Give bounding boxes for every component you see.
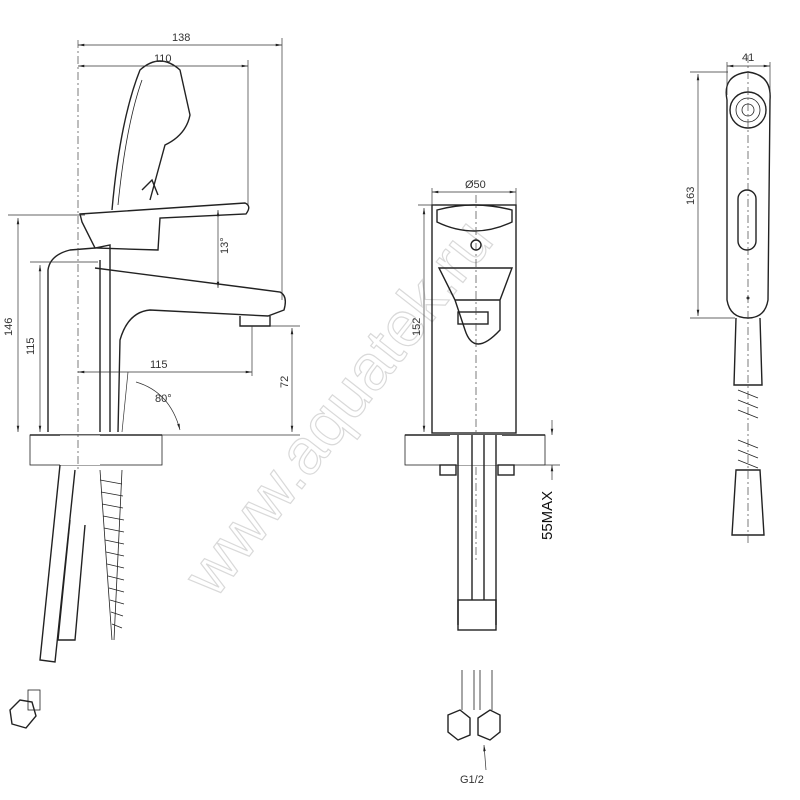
dim-overall-width: 138 <box>172 32 190 44</box>
lever-top <box>436 204 513 232</box>
dim-spout-angle: 80° <box>155 393 172 405</box>
dim-overall-height: 146 <box>3 318 15 336</box>
dim-spout-clearance: 72 <box>279 376 291 388</box>
faucet-body <box>47 244 111 432</box>
dim-spout-height: 115 <box>25 337 37 355</box>
watermark: www.aquatek.ru <box>169 205 507 609</box>
dim-shower-width: 41 <box>742 52 754 64</box>
dim-height: 152 <box>411 318 423 336</box>
dim-max-deck: 55MAX <box>539 491 556 540</box>
front-view: G1/2 Ø50 152 55MAX <box>404 179 560 786</box>
spout <box>94 267 287 433</box>
dim-lever-reach: 110 <box>154 53 172 65</box>
dim-thread: G1/2 <box>460 774 484 786</box>
dim-lever-angle: 13° <box>219 237 231 254</box>
hand-shower-view: 41 163 <box>685 52 771 545</box>
supply-hose <box>39 464 76 663</box>
hose-nuts <box>447 709 501 741</box>
dim-shower-length: 163 <box>685 187 697 205</box>
shower-connector <box>733 317 763 386</box>
aerator <box>239 316 271 327</box>
hose-nut <box>9 699 37 729</box>
hand-shower-body <box>725 71 771 319</box>
dim-diameter: Ø50 <box>465 179 486 191</box>
supply-pipes <box>457 435 497 625</box>
dim-spout-reach: 115 <box>150 359 168 371</box>
shower-button <box>737 189 757 251</box>
hand-shower-side <box>111 60 191 211</box>
side-view: 138 110 13° 146 115 115 72 80° <box>3 32 300 729</box>
lever <box>79 202 250 251</box>
